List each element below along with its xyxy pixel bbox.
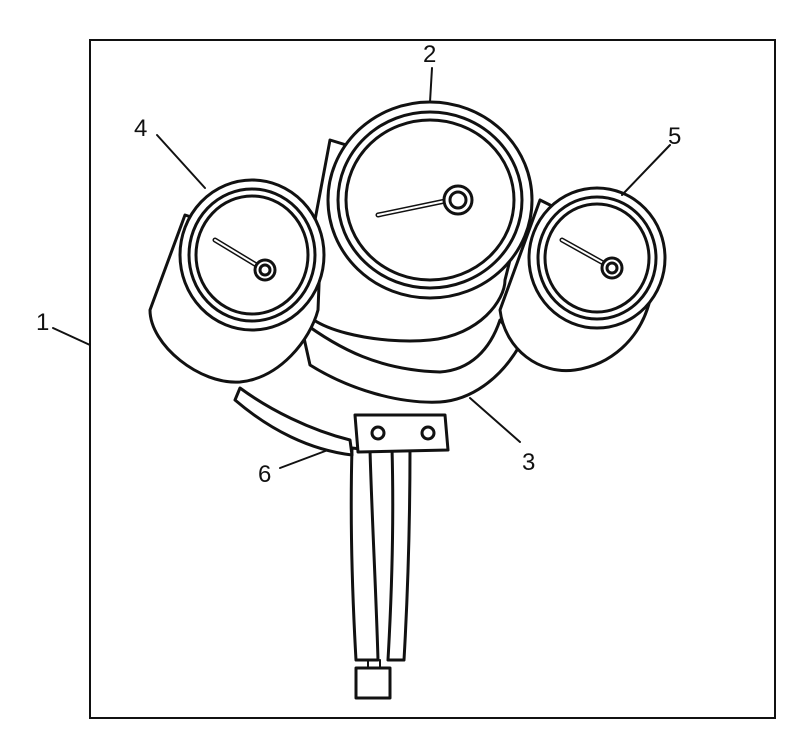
wiring-harness — [349, 446, 412, 700]
leader-line-3 — [469, 397, 521, 443]
leader-line-6 — [279, 449, 329, 469]
callout-1: 1 — [36, 309, 49, 336]
leader-line-4 — [156, 134, 206, 189]
left-gauge-hub — [253, 258, 277, 282]
callout-4: 4 — [134, 115, 147, 142]
left-gauge — [148, 178, 326, 384]
center-gauge-bezel — [326, 100, 534, 300]
leader-lines — [52, 67, 671, 469]
callout-2: 2 — [423, 41, 436, 68]
leader-line-1 — [52, 327, 91, 346]
callout-5: 5 — [668, 123, 681, 150]
callout-6: 6 — [258, 461, 271, 488]
assembly-frame — [89, 39, 776, 719]
callout-3: 3 — [522, 449, 535, 476]
center-gauge-hub — [442, 184, 474, 216]
center-gauge — [298, 100, 534, 343]
left-gauge-bezel — [178, 178, 326, 332]
right-gauge — [498, 186, 667, 373]
leader-line-5 — [621, 144, 671, 196]
leader-line-2 — [429, 67, 433, 103]
bracket-mount-plate — [353, 413, 450, 454]
wire-connector — [354, 666, 392, 700]
right-gauge-hub — [600, 256, 624, 280]
callouts: 1 2 3 4 5 6 — [36, 41, 681, 488]
